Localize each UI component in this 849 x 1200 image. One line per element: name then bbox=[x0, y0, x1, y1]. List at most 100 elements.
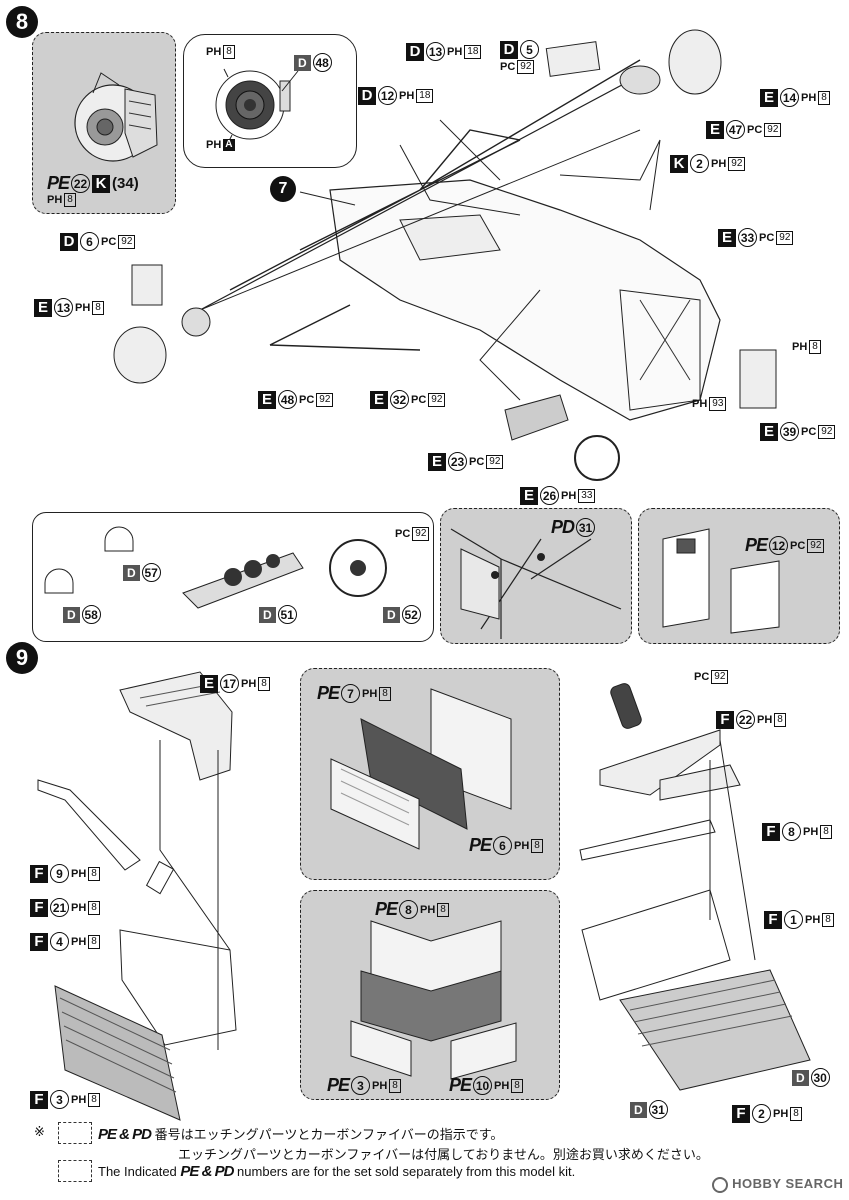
paint-code: PC bbox=[759, 231, 775, 244]
paint-number: 92 bbox=[118, 234, 136, 249]
inset-label-ph8: PH 8 bbox=[206, 45, 235, 59]
label-d30: D 30 bbox=[792, 1068, 830, 1087]
etched-plate-panel: PE 12 PC 92 bbox=[638, 508, 840, 644]
paint-number: 8 bbox=[389, 1078, 401, 1093]
watermark-logo-icon bbox=[712, 1176, 728, 1193]
label-d5: D 5 bbox=[500, 40, 539, 59]
decal-number: 57 bbox=[141, 563, 161, 582]
part-number: 13 bbox=[54, 298, 73, 317]
paint-number: 8 bbox=[511, 1078, 523, 1093]
pe-mark: PE bbox=[745, 535, 768, 555]
paint-code: PH bbox=[399, 89, 415, 102]
paint-number: 8 bbox=[809, 340, 821, 354]
subassembly-7-marker: 7 bbox=[270, 176, 296, 202]
brake-detail-panel: PE 22 K (34) PH 8 bbox=[32, 32, 176, 214]
part-number: 12 bbox=[769, 536, 789, 555]
paint-number: 8 bbox=[822, 912, 834, 927]
paint-code: PH bbox=[773, 1107, 789, 1120]
sprue-letter: D bbox=[358, 86, 376, 105]
paint-number: 92 bbox=[776, 230, 794, 245]
note-dashed-box-2 bbox=[58, 1160, 92, 1182]
pe-mark: PE bbox=[469, 835, 492, 855]
label-d5-paint: PC 92 bbox=[500, 60, 535, 74]
radiator-mesh-illustration-a bbox=[330, 688, 512, 850]
part-number: 47 bbox=[726, 120, 745, 139]
part-number-alt: (34) bbox=[112, 175, 139, 192]
part-number: 8 bbox=[782, 822, 801, 841]
sprue-letter: E bbox=[706, 120, 724, 139]
paint-code: PH bbox=[241, 677, 257, 690]
label-e32: E 32 PC 92 bbox=[370, 390, 446, 409]
label-d12: D 12 PH 18 bbox=[358, 86, 434, 105]
decal-number: 58 bbox=[81, 605, 101, 624]
label-e23: E 23 PC 92 bbox=[428, 452, 504, 471]
paint-code: PC bbox=[299, 393, 315, 406]
label-d58: D 58 bbox=[63, 605, 101, 624]
radiator-mesh-illustration-b bbox=[350, 920, 517, 1080]
step-8-number: 8 bbox=[15, 9, 29, 34]
paint-code: PH bbox=[757, 713, 773, 726]
decal-number: 51 bbox=[277, 605, 297, 624]
brake-disc-illustration bbox=[74, 72, 158, 162]
paint-code: PC bbox=[395, 528, 411, 540]
radiator-mesh-panel-a: PE 7 PH 8 PE 6 PH 8 bbox=[300, 668, 560, 880]
part-number: 8 bbox=[399, 900, 419, 919]
sprue-letter: E bbox=[520, 486, 538, 505]
label-f1: F 1 PH 8 bbox=[764, 910, 834, 929]
decal-tag: D bbox=[630, 1101, 647, 1118]
note-dashed-box-1 bbox=[58, 1122, 92, 1144]
paint-number: 8 bbox=[88, 934, 100, 949]
chassis-assembly-diagram bbox=[113, 29, 777, 481]
sprue-letter: E bbox=[200, 674, 218, 693]
paint-code: PH bbox=[372, 1079, 388, 1092]
label-ph93: PH 93 bbox=[692, 397, 727, 411]
part-number: 14 bbox=[780, 88, 799, 107]
paint-number: 8 bbox=[88, 1092, 100, 1107]
sprue-letter: F bbox=[732, 1104, 750, 1123]
paint-number: 8 bbox=[92, 300, 104, 315]
decal-number: 31 bbox=[648, 1100, 668, 1119]
watermark-text: HOBBY SEARCH bbox=[732, 1176, 844, 1191]
paint-number: 8 bbox=[820, 824, 832, 839]
label-e47: E 47 PC 92 bbox=[706, 120, 782, 139]
label-e48: E 48 PC 92 bbox=[258, 390, 334, 409]
sprue-letter: F bbox=[762, 822, 780, 841]
subassembly-number: 7 bbox=[278, 180, 288, 197]
paint-code: PH bbox=[711, 157, 727, 170]
decal-number: 52 bbox=[401, 605, 421, 624]
paint-code: PC bbox=[790, 539, 806, 552]
part-number: 6 bbox=[80, 232, 99, 251]
label-k2: K 2 PH 92 bbox=[670, 154, 746, 173]
part-number: 3 bbox=[50, 1090, 69, 1109]
decal-tag: D bbox=[123, 564, 140, 581]
disc-paint-inset: PH 8 D 48 PH A bbox=[183, 34, 357, 168]
note-mark: ※ bbox=[34, 1124, 45, 1140]
label-d51: D 51 bbox=[259, 605, 297, 624]
sprue-letter: F bbox=[30, 1090, 48, 1109]
sprue-letter: E bbox=[370, 390, 388, 409]
paint-number: 92 bbox=[486, 454, 504, 469]
label-d57: D 57 bbox=[123, 563, 161, 582]
paint-number: 8 bbox=[790, 1106, 802, 1121]
part-number: 48 bbox=[278, 390, 297, 409]
sprue-letter: K bbox=[670, 154, 688, 173]
note-en-post: numbers are for the set sold separately … bbox=[237, 1164, 576, 1179]
sprue-letter: D bbox=[60, 232, 78, 251]
decal-tag: D bbox=[792, 1069, 809, 1086]
sprue-letter: E bbox=[760, 422, 778, 441]
part-number: 4 bbox=[50, 932, 69, 951]
sprue-letter: F bbox=[764, 910, 782, 929]
note-jp-text-1: 番号はエッチングパーツとカーボンファイバーの指示です。 bbox=[154, 1127, 504, 1142]
sprue-letter: E bbox=[760, 88, 778, 107]
watermark: HOBBY SEARCH bbox=[712, 1176, 843, 1193]
decal-number: 48 bbox=[312, 53, 332, 72]
paint-number: 8 bbox=[88, 900, 100, 915]
pe-mark: PE bbox=[47, 173, 70, 193]
paint-code: PC bbox=[694, 671, 710, 683]
sprue-letter: F bbox=[716, 710, 734, 729]
part-number: 2 bbox=[690, 154, 709, 173]
paint-number: 8 bbox=[258, 676, 270, 691]
label-f3: F 3 PH 8 bbox=[30, 1090, 100, 1109]
paint-code: PH bbox=[75, 301, 91, 314]
part-number: 7 bbox=[341, 684, 361, 703]
